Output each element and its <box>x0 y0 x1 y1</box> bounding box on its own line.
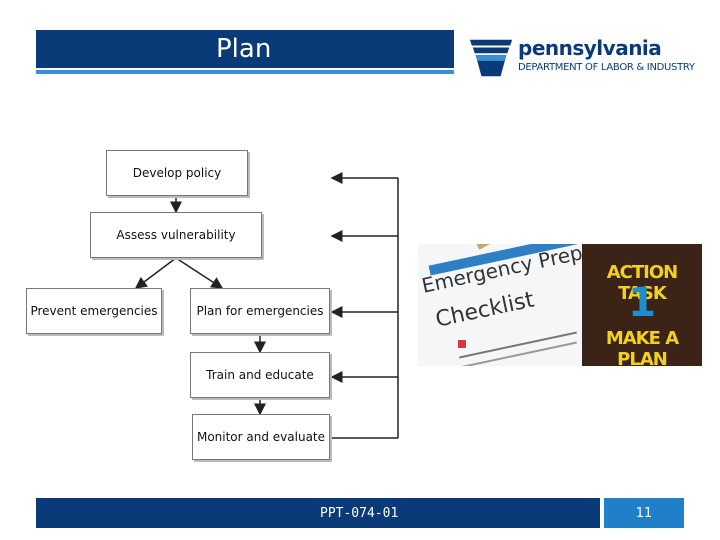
keystone-logo-icon <box>469 39 513 77</box>
make-a-plan-label: MAKE A PLAN <box>605 328 679 370</box>
footer-bar <box>36 498 600 528</box>
step-develop-policy: Develop policy <box>106 150 248 196</box>
logo-name: pennsylvania <box>518 36 662 60</box>
action-task-number: 1 <box>628 280 656 326</box>
page-number-box <box>604 498 684 528</box>
step-monitor-and-evaluate: Monitor and evaluate <box>192 414 330 460</box>
checklist-line2: Checklist <box>433 287 537 333</box>
footer-code: PPT-074-01 <box>320 506 399 521</box>
logo-subtitle: DEPARTMENT OF LABOR & INDUSTRY <box>518 62 695 73</box>
action-task-label: ACTION TASK <box>606 262 678 304</box>
step-prevent-emergencies: Prevent emergencies <box>26 288 162 334</box>
title-bar <box>36 30 454 74</box>
step-train-and-educate: Train and educate <box>190 352 330 398</box>
step-plan-for-emergencies: Plan for emergencies <box>190 288 330 334</box>
action-task-image: ACTION TASK 1 MAKE A PLAN <box>582 244 702 370</box>
title-underline <box>36 70 454 74</box>
emergency-checklist-image: Emergency Prepar Checklist <box>418 244 582 366</box>
step-assess-vulnerability: Assess vulnerability <box>90 212 262 258</box>
slide-title: Plan <box>216 34 272 64</box>
page-number: 11 <box>635 506 653 521</box>
